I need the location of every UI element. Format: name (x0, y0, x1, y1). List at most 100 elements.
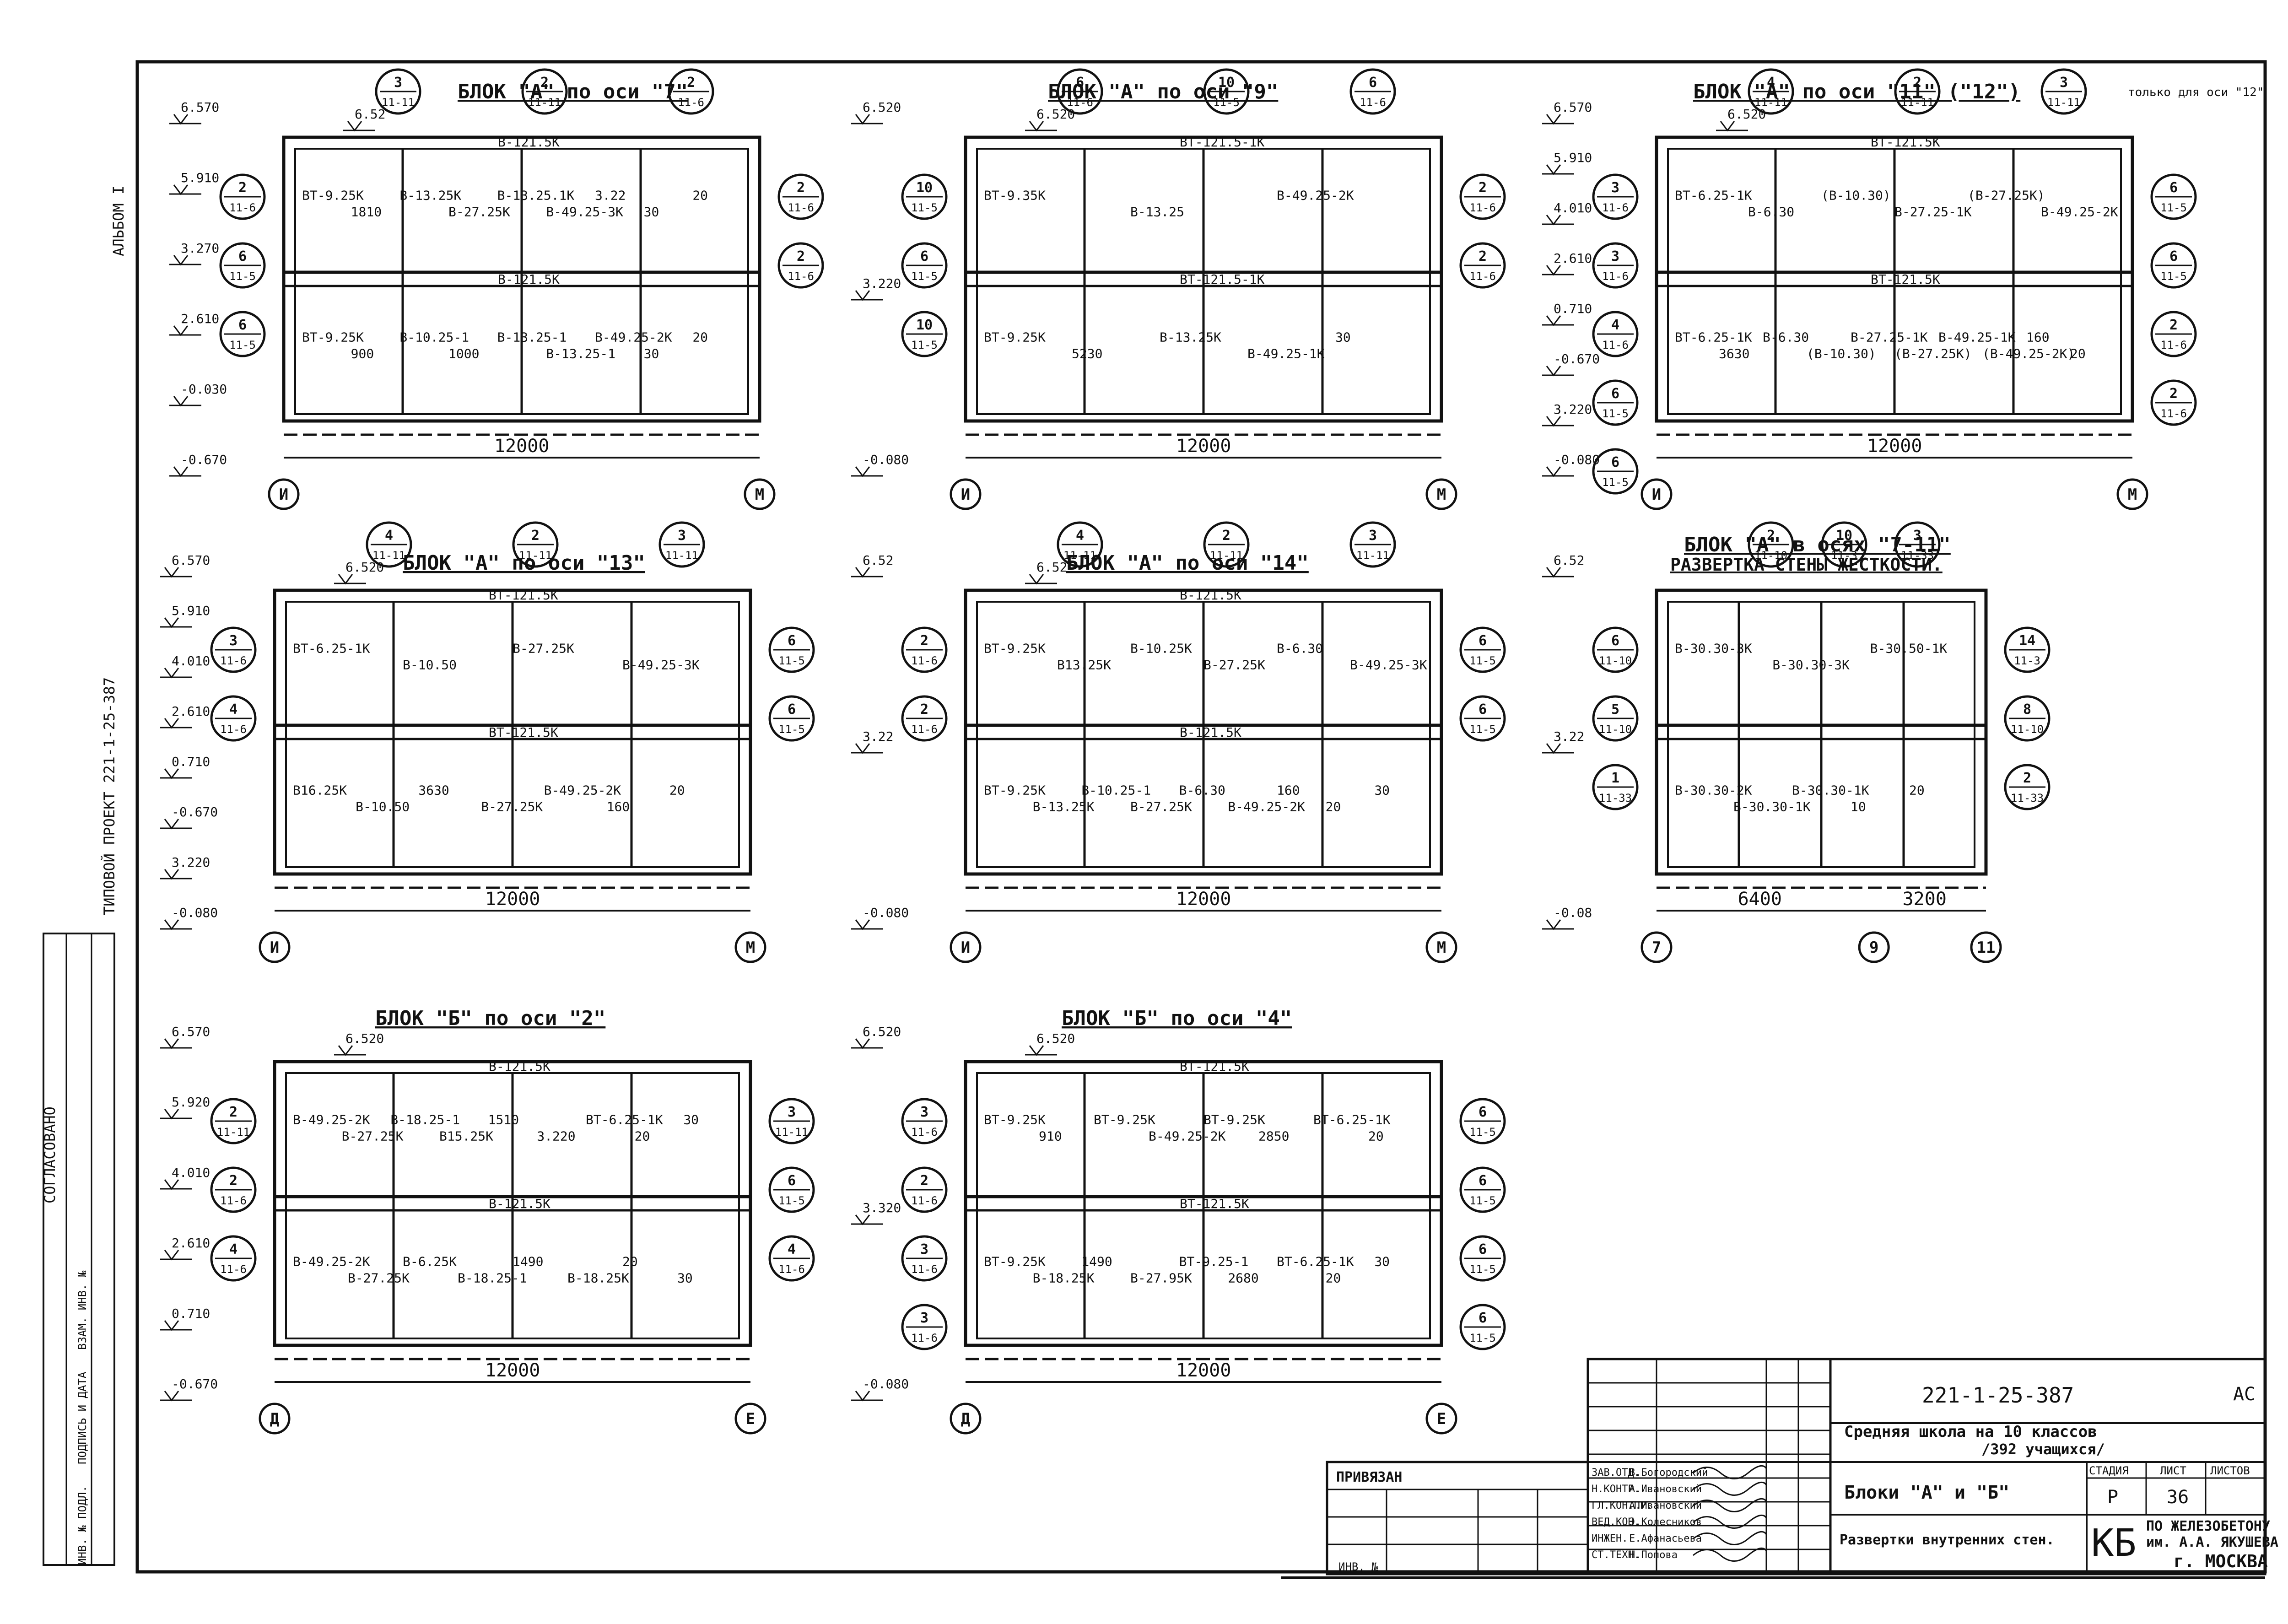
axis-label: 7 (1652, 939, 1661, 957)
axis-bubble (950, 931, 982, 963)
node-circle (768, 1235, 815, 1282)
level-arrow (1029, 574, 1044, 585)
node-sheet: 11-6 (2160, 407, 2187, 420)
panel-subtitle: РАЗВЕРТКА СТЕНЫ ЖЕСТКОСТИ. (1670, 555, 1943, 575)
node-callout: 311-6 (901, 1304, 948, 1350)
signature-mark (1693, 1481, 1767, 1496)
node-callout: 211-6 (901, 695, 948, 742)
level-arrow (164, 1250, 179, 1261)
upper-element-label: В-30.30-3К (1772, 657, 1850, 672)
beam-label: ВТ-121.5К (489, 725, 558, 740)
node-callout: 211-6 (2150, 311, 2197, 357)
node-circle (901, 626, 948, 673)
node-number: 2 (1479, 180, 1487, 196)
lower-element-label: 20 (669, 782, 685, 798)
node-sheet: 11-6 (220, 1263, 247, 1276)
node-circle (768, 695, 815, 742)
node-number: 3 (788, 1104, 796, 1120)
sheet-sub: Развертки внутренних стен. (1840, 1532, 2055, 1548)
upper-element-label: В-49.25-3К (1350, 657, 1427, 672)
node-circle (375, 68, 421, 115)
axis-label: И (961, 939, 970, 957)
panel-2: БЛОК "А" по оси "9"ВТ-121.5-1КВТ-121.5-1… (851, 68, 1506, 510)
level-value: -0.080 (172, 905, 218, 920)
panel-note: только для оси "12" (2128, 86, 2264, 99)
node-sheet: 11-3 (2014, 654, 2040, 667)
node-circle (1592, 764, 1639, 810)
level-value: 0.710 (172, 754, 210, 769)
node-callout: 111-33 (1592, 764, 1639, 810)
node-circle (1349, 68, 1396, 115)
level-arrow (1720, 121, 1735, 132)
node-callout: 611-6 (1349, 68, 1396, 115)
node-sheet: 11-5 (1469, 654, 1496, 667)
node-circle (1203, 521, 1250, 568)
lower-element-label: 3630 (1719, 346, 1749, 361)
node-number: 6 (1479, 633, 1487, 649)
node-number: 3 (920, 1241, 928, 1257)
level-arrow (1546, 215, 1561, 226)
level-value: -0.030 (181, 382, 227, 397)
beam-label: В-121.5К (1180, 725, 1241, 740)
node-callout: 211-11 (210, 1098, 257, 1144)
upper-element-label: В-30.50-1К (1870, 641, 1948, 656)
node-sheet: 11-6 (678, 96, 704, 109)
upper-element-label: В-10.25К (1130, 641, 1192, 656)
level-arrow (164, 869, 179, 880)
beam-label: ВТ-121.5К (1871, 135, 1940, 150)
level-arrow (164, 1038, 179, 1049)
sheet-title: Блоки "А" и "Б" (1844, 1482, 2009, 1503)
upper-element-label: ВТ-6.25-1К (1313, 1112, 1391, 1127)
node-callout: 311-11 (2040, 68, 2087, 115)
panel-3: БЛОК "А" по оси "11" ("12")только для ос… (1542, 68, 2264, 510)
node-callout: 611-10 (1592, 626, 1639, 673)
dimension-value: 12000 (1867, 436, 1922, 457)
node-number: 2 (229, 1173, 237, 1189)
level-arrow (855, 919, 870, 930)
stage-label: СТАДИЯ (2089, 1464, 2129, 1477)
node-number: 3 (1611, 180, 1619, 196)
node-number: 4 (1076, 528, 1084, 544)
node-circle (768, 626, 815, 673)
node-sheet: 11-6 (220, 723, 247, 736)
node-circle (1057, 521, 1103, 568)
node-number: 2 (920, 701, 928, 718)
panels-group: БЛОК "А" по оси "7"В-121.5КВ-121.5КВТ-9.… (160, 68, 2264, 1435)
signer-name: Э.Колесников (1629, 1516, 1702, 1528)
org-line2: им. А.А. ЯКУШЕВА (2146, 1534, 2278, 1550)
node-sheet: 11-5 (1469, 1194, 1496, 1207)
lower-element-label: ВТ-9.25К (984, 329, 1046, 345)
node-sheet: 11-3 (1831, 549, 1857, 562)
node-circle (2004, 764, 2051, 810)
lower-element-label: 160 (607, 799, 630, 814)
album-label: АЛЬБОМ I (110, 186, 127, 256)
node-callout: 211-11 (512, 521, 559, 568)
upper-element-label: 30 (683, 1112, 699, 1127)
node-number: 6 (238, 248, 247, 264)
lower-element-label: 3630 (418, 782, 449, 798)
lower-element-label: В-30.30-2К (1675, 782, 1752, 798)
node-number: 3 (1369, 528, 1377, 544)
level-arrow (164, 1320, 179, 1331)
level-arrow (855, 743, 870, 754)
upper-element-label: В-27.25-1К (1894, 204, 1972, 219)
level-arrow (1546, 466, 1561, 477)
lower-element-label: В-30.30-1К (1733, 799, 1811, 814)
node-callout: 611-5 (768, 695, 815, 742)
node-callout: 3 11-6 (1592, 173, 1639, 220)
sheets-label: ЛИСТОВ (2210, 1464, 2250, 1477)
signature-mark (1693, 1465, 1767, 1479)
node-circle (901, 695, 948, 742)
node-number: 10 (916, 317, 933, 333)
node-sheet: 11-11 (1210, 549, 1243, 562)
node-sheet: 11-6 (1602, 201, 1629, 214)
level-arrow (1029, 121, 1044, 132)
node-callout: 211-6 (777, 242, 824, 289)
node-number: 6 (788, 1173, 796, 1189)
node-sheet: 11-5 (1213, 96, 1240, 109)
node-circle (768, 1166, 815, 1213)
node-circle (1459, 242, 1506, 289)
node-number: 2 (2169, 386, 2178, 402)
signature-mark (1693, 1514, 1767, 1529)
node-callout: 611-6 (1057, 68, 1103, 115)
